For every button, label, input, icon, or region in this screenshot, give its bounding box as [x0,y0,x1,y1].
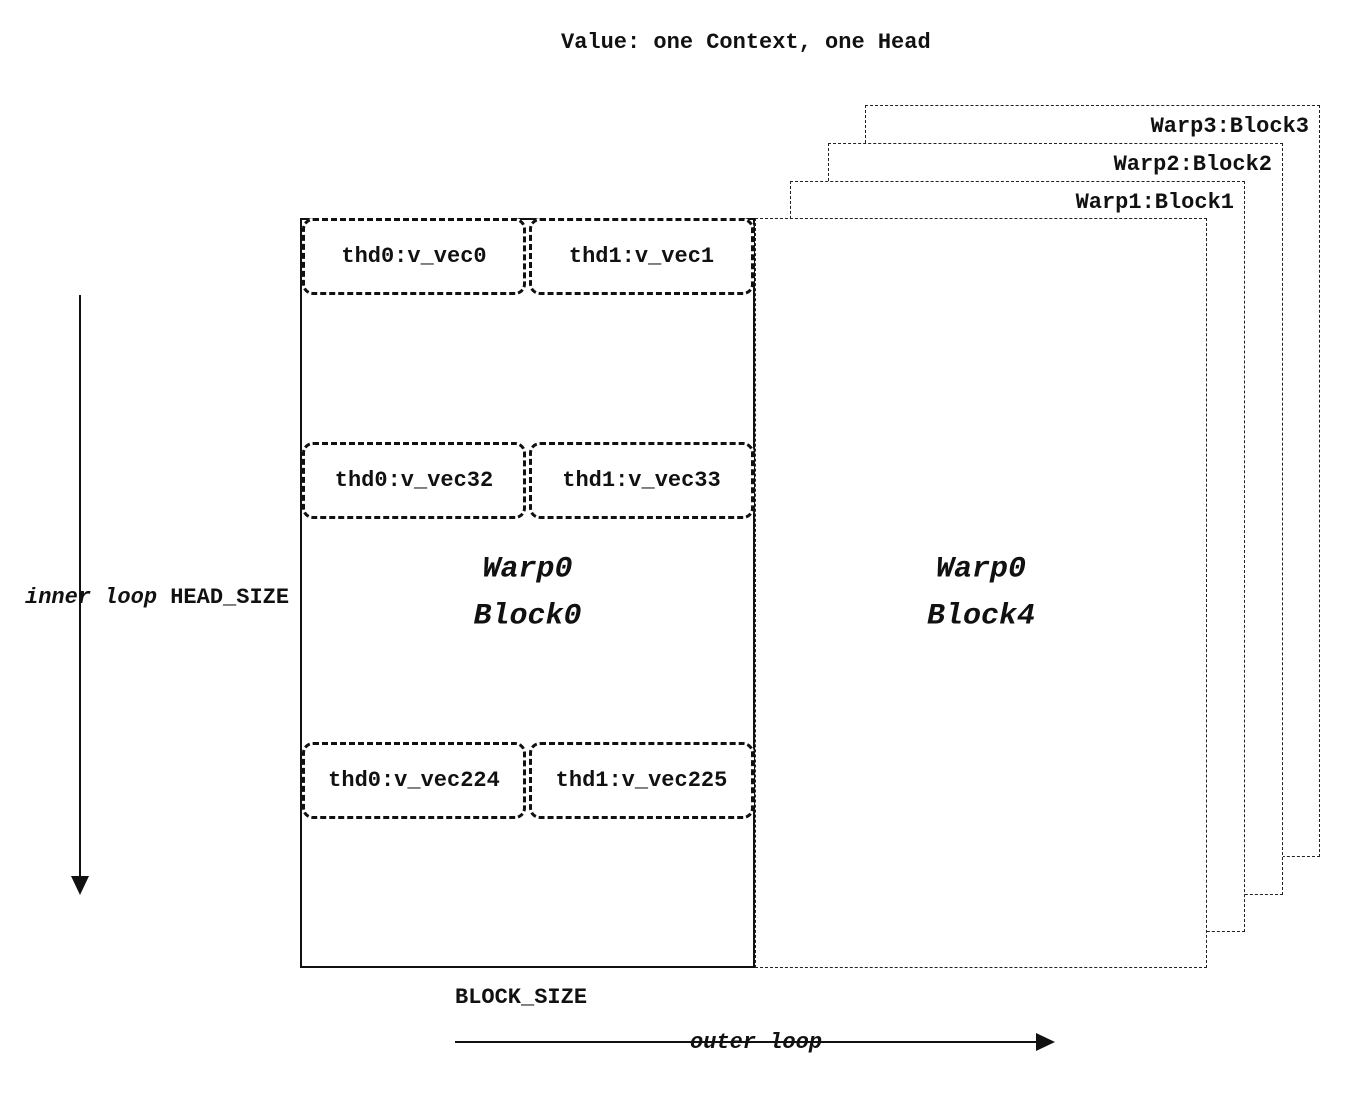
inner-loop-label: inner loop [25,585,158,610]
thread-vec-label: thd0:v_vec0 [341,244,487,269]
warp0-block0-line1: Warp0 [482,552,573,587]
warp0-block4-label: Warp0 Block4 [756,547,1206,640]
warp0-block4-rect: Warp0 Block4 [755,218,1207,968]
warp0-block4-line2: Block4 [926,599,1036,633]
thread-vec-box-row2-left: thd0:v_vec224 [302,742,526,819]
inner-loop-arrowhead [71,876,89,895]
thread-vec-label: thd1:v_vec33 [562,468,721,493]
outer-loop-arrowhead [1036,1033,1055,1051]
thread-vec-box-row2-right: thd1:v_vec225 [529,742,754,819]
thread-vec-box-row1-left: thd0:v_vec32 [302,442,526,519]
thread-vec-label: thd1:v_vec225 [555,768,728,793]
warp0-block0-rect: Warp0 Block0 [300,218,755,968]
thread-vec-box-row0-left: thd0:v_vec0 [302,218,526,295]
diagram-title: Value: one Context, one Head [561,30,931,55]
warp0-block4-line1: Warp0 [935,552,1026,587]
thread-vec-label: thd0:v_vec224 [328,768,500,793]
warp1-block1-label: Warp1:Block1 [1075,190,1234,215]
thread-vec-box-row0-right: thd1:v_vec1 [529,218,754,295]
outer-loop-label: outer loop [690,1030,823,1055]
warp2-block2-label: Warp2:Block2 [1113,152,1272,177]
block-size-label: BLOCK_SIZE [455,985,588,1010]
thread-vec-box-row1-right: thd1:v_vec33 [529,442,754,519]
warp0-block0-line2: Block0 [473,599,582,633]
warp0-block0-label: Warp0 Block0 [302,547,753,640]
inner-loop-axis-label: inner loop HEAD_SIZE [25,585,290,610]
warp3-block3-label: Warp3:Block3 [1150,114,1309,139]
inner-loop-arrow [79,295,81,877]
head-size-label: HEAD_SIZE [170,585,290,610]
thread-vec-label: thd0:v_vec32 [334,468,494,493]
thread-vec-label: thd1:v_vec1 [568,244,715,269]
outer-loop-arrow [455,1041,1037,1043]
